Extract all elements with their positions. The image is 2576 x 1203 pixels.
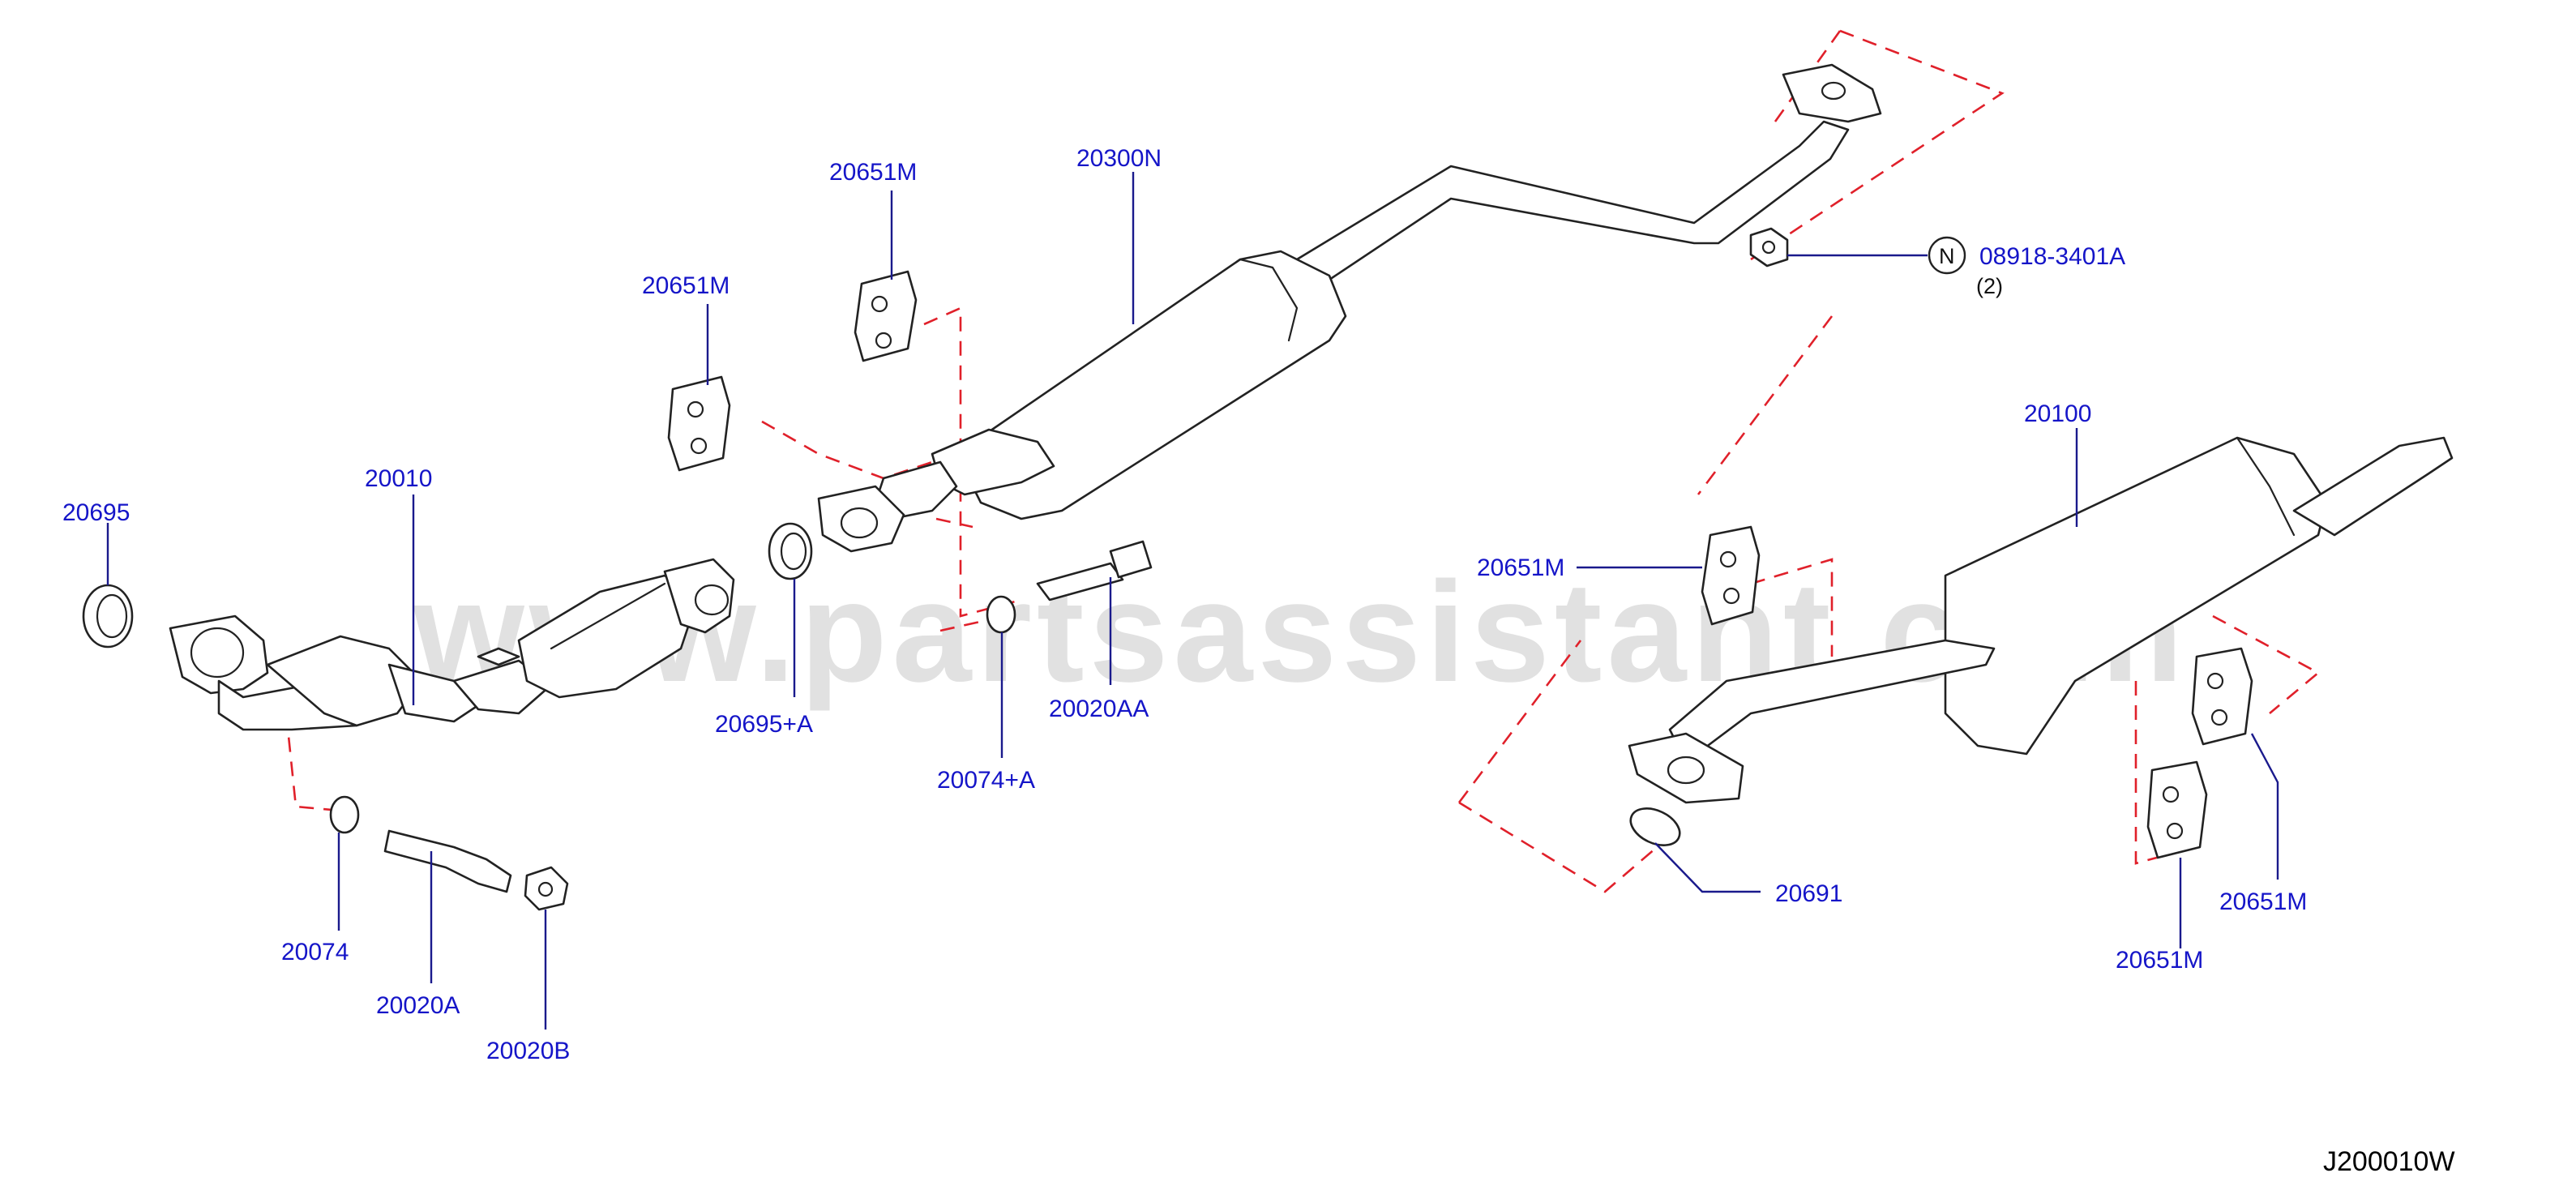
hanger-20651m-e (2146, 760, 2208, 859)
label-20300n[interactable]: 20300N (1076, 145, 1162, 172)
gasket-ring-20691 (1629, 807, 1681, 846)
nut-08918 (1749, 227, 1789, 268)
hanger-20651m-b (667, 375, 731, 472)
label-20074[interactable]: 20074 (281, 939, 349, 965)
label-20695[interactable]: 20695 (62, 499, 130, 526)
gasket-ring-20695 (82, 584, 134, 649)
label-20695a[interactable]: 20695+A (715, 711, 813, 738)
bolt-20020a (383, 829, 512, 893)
label-20074a[interactable]: 20074+A (937, 767, 1035, 794)
label-20100[interactable]: 20100 (2024, 400, 2091, 427)
label-08918-qty: (2) (1976, 274, 2003, 298)
center-muffler-pipe (817, 63, 1882, 553)
front-pipe-catalyst (169, 558, 735, 731)
rear-muffler (1628, 436, 2454, 804)
note-symbol: N (1939, 244, 1955, 268)
label-20691[interactable]: 20691 (1775, 880, 1842, 907)
seal-20074a (986, 595, 1016, 634)
label-20651m-c[interactable]: 20651M (1477, 554, 1564, 581)
label-20020aa[interactable]: 20020AA (1049, 696, 1149, 722)
label-20651m-e[interactable]: 20651M (2116, 947, 2203, 974)
hanger-20651m-a (854, 270, 918, 362)
hanger-20651m-c (1701, 525, 1761, 626)
label-20651m-a[interactable]: 20651M (829, 159, 917, 186)
dashed-guides (282, 29, 2321, 893)
note-circle-icon (1928, 236, 1966, 275)
label-20651m-b[interactable]: 20651M (642, 272, 730, 299)
stud-20020aa (1036, 540, 1153, 602)
leader-lines (106, 172, 2279, 1030)
diagram-code: J200010W (2323, 1146, 2455, 1177)
label-20020a[interactable]: 20020A (376, 992, 460, 1019)
nut-20020b (524, 866, 569, 911)
gasket-ring-20695a (768, 522, 813, 580)
label-20020b[interactable]: 20020B (486, 1038, 570, 1064)
label-20010[interactable]: 20010 (365, 465, 432, 492)
hanger-20651m-d (2191, 647, 2253, 746)
label-20651m-d[interactable]: 20651M (2219, 888, 2307, 915)
seal-20074 (329, 795, 360, 834)
label-08918-3401a[interactable]: 08918-3401A (1979, 243, 2125, 270)
